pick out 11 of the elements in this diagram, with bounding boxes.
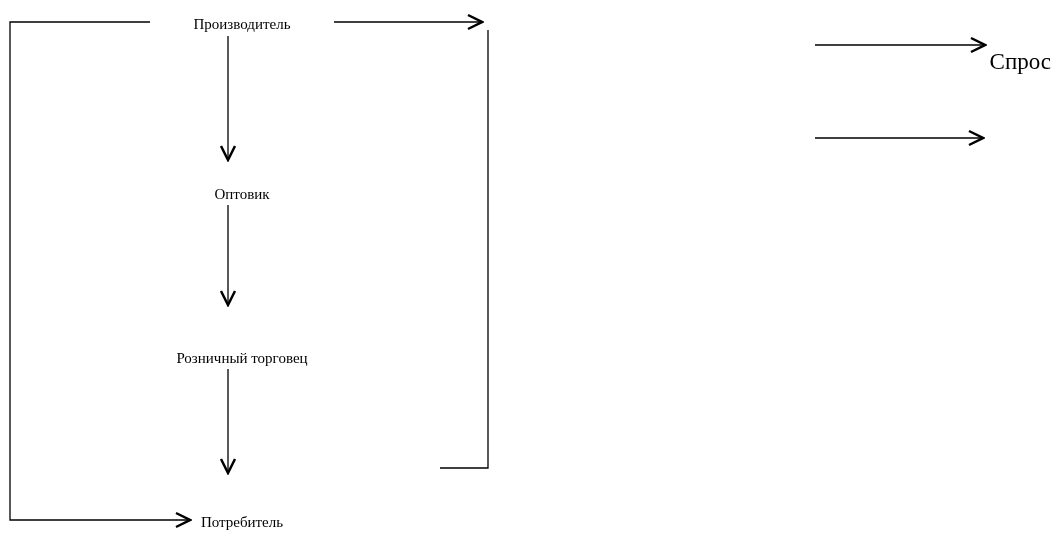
arrow — [219, 368, 237, 475]
arrow — [219, 35, 237, 162]
node-label: Производитель — [193, 14, 291, 34]
node-label: Оптовик — [214, 184, 270, 204]
arrow — [219, 204, 237, 307]
node-label: Потребитель — [200, 512, 284, 532]
arrow — [814, 36, 987, 54]
node-label: Розничный торговец — [176, 348, 308, 368]
arrow — [9, 21, 192, 529]
arrow — [333, 13, 484, 31]
node-label: Спрос — [989, 47, 1051, 76]
